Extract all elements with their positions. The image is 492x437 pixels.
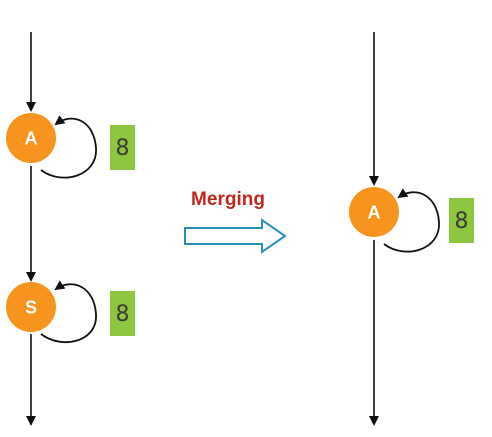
node-s-circle: [6, 282, 56, 332]
hollow-right-arrow-icon: [184, 218, 287, 254]
merge-label: Merging: [191, 189, 265, 210]
node-s-count-label: 8: [116, 302, 130, 327]
node-a-label: A: [25, 129, 38, 149]
node-a-circle: [6, 113, 56, 163]
merged-node-a: A: [349, 187, 399, 237]
node-a-count-label: 8: [116, 136, 130, 161]
node-s-count-box: [110, 291, 135, 336]
merged-node-a-label: A: [368, 203, 381, 223]
merged-node-a-circle: [349, 187, 399, 237]
merged-node-a-count: 8: [449, 198, 474, 243]
node-s-count: 8: [110, 291, 135, 336]
right-graph: A 8: [349, 32, 474, 426]
merge-indicator: Merging: [184, 189, 287, 254]
node-a-self-loop: [40, 115, 97, 179]
node-a: A: [6, 113, 56, 163]
merged-node-a-count-box: [449, 198, 474, 243]
node-s: S: [6, 282, 56, 332]
node-s-label: S: [25, 298, 37, 318]
merged-node-a-count-label: 8: [455, 209, 469, 234]
node-s-self-loop: [40, 280, 97, 343]
node-a-count: 8: [110, 125, 135, 170]
left-graph: A 8 S 8: [6, 32, 135, 426]
merged-node-a-self-loop: [383, 188, 440, 253]
node-a-count-box: [110, 125, 135, 170]
